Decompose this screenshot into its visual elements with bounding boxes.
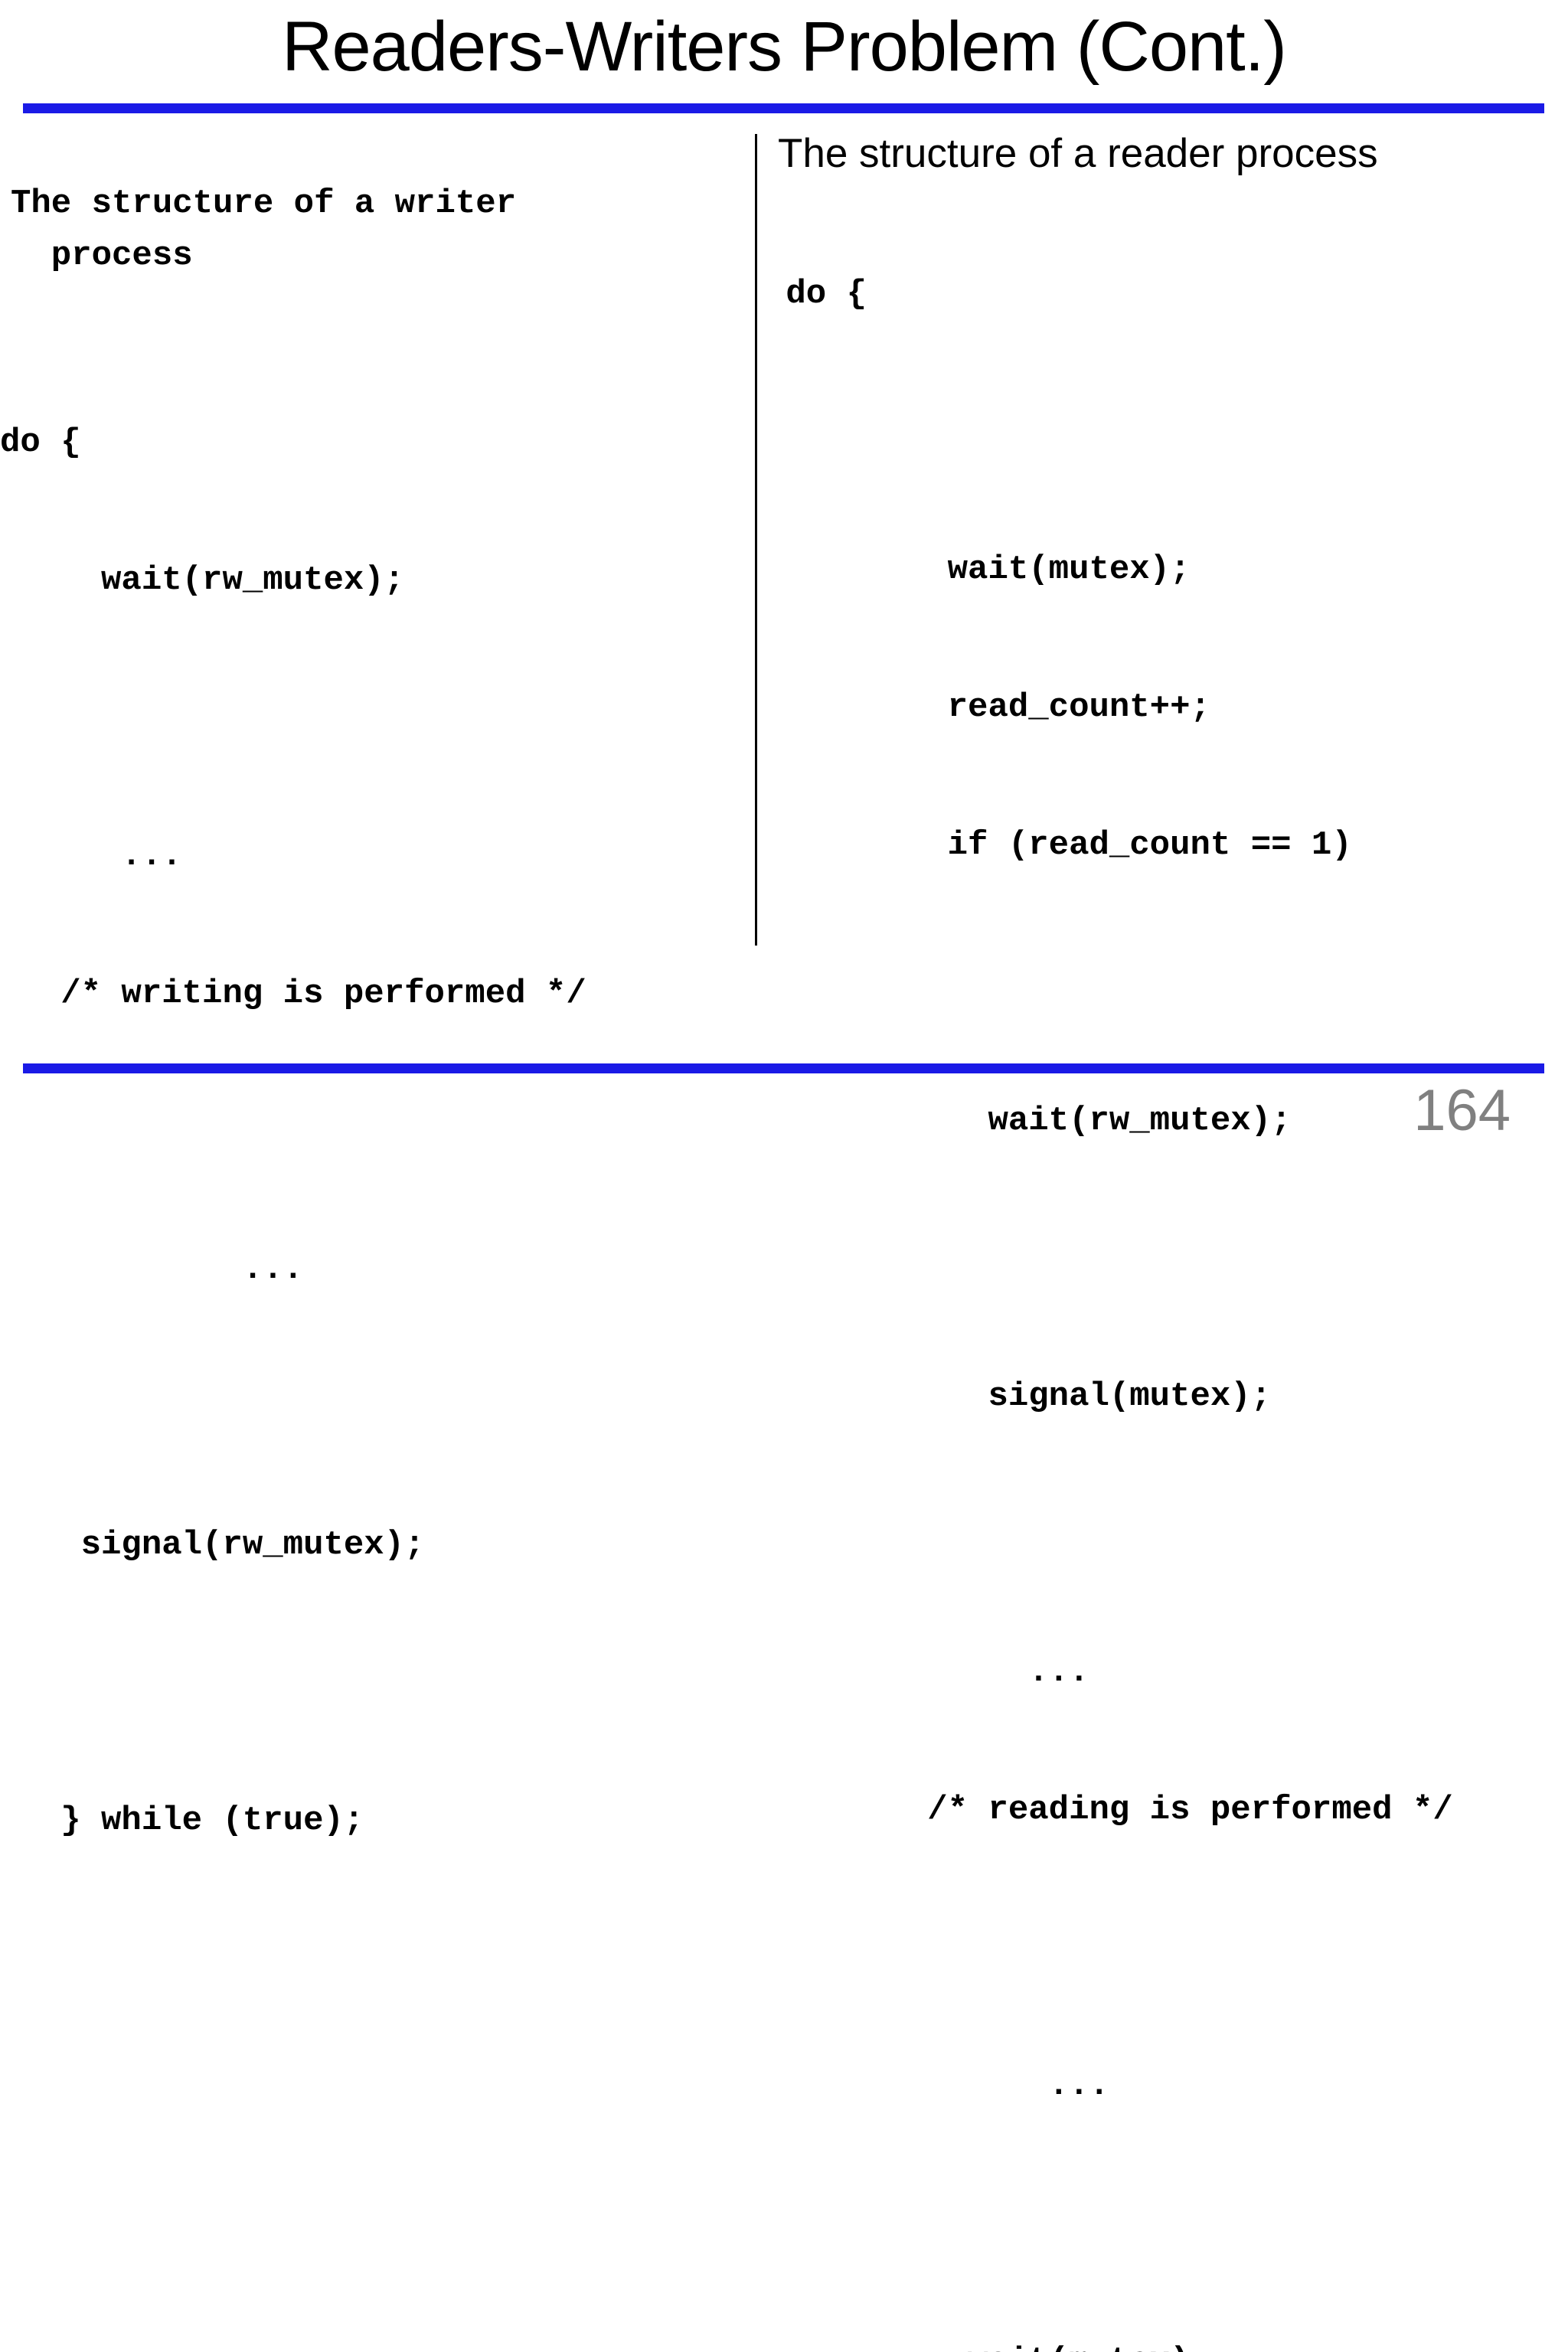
code-line: if (read_count == 1) <box>766 826 1352 864</box>
code-line: wait(mutex); <box>766 2338 1562 2352</box>
code-line: /* writing is performed */ <box>0 975 586 1013</box>
top-accent-rule <box>23 103 1544 113</box>
writer-process-column: The structure of a writer process do { w… <box>0 178 746 1936</box>
writer-heading-line-2: process <box>11 237 193 275</box>
code-line: } while (true); <box>0 1802 364 1840</box>
slide-root: Readers-Writers Problem (Cont.) The stru… <box>0 8 1544 2352</box>
code-line <box>0 1660 746 1706</box>
reader-process-column: The structure of a reader process do { w… <box>766 129 1562 2352</box>
reader-code-block: do { wait(mutex); read_count++; if (read… <box>766 179 1562 2352</box>
code-line <box>766 960 1562 1006</box>
code-line <box>0 1109 746 1155</box>
code-line: ... <box>766 2066 1109 2105</box>
column-divider <box>755 134 757 946</box>
code-line <box>766 1511 1562 1557</box>
code-line: wait(rw_mutex); <box>0 561 405 599</box>
code-line: ... <box>0 837 182 875</box>
code-line: do { <box>0 423 81 462</box>
code-line: /* reading is performed */ <box>766 1791 1453 1829</box>
writer-code-block: do { wait(rw_mutex); ... /* writing is p… <box>0 328 746 1936</box>
code-line: read_count++; <box>766 688 1210 727</box>
code-line: signal(mutex); <box>766 1377 1272 1416</box>
page-number: 164 <box>1413 1078 1511 1143</box>
bottom-accent-rule <box>23 1063 1544 1073</box>
reader-heading: The structure of a reader process <box>778 131 1378 176</box>
code-line <box>766 1236 1562 1282</box>
writer-heading-spacer <box>0 282 746 328</box>
code-line: wait(rw_mutex); <box>766 1102 1292 1140</box>
code-line: do { <box>766 275 867 313</box>
writer-heading-line-1: The structure of a writer <box>11 185 517 223</box>
code-line <box>766 1925 1562 1971</box>
code-line: wait(mutex); <box>766 550 1191 589</box>
code-line <box>0 1384 746 1430</box>
code-line: ... <box>0 1250 304 1289</box>
code-line <box>766 409 1562 455</box>
code-line: ... <box>766 1653 1089 1691</box>
page-title: Readers-Writers Problem (Cont.) <box>282 8 1287 86</box>
code-line <box>0 695 746 741</box>
code-line <box>766 2200 1562 2246</box>
code-line: signal(rw_mutex); <box>0 1526 425 1564</box>
